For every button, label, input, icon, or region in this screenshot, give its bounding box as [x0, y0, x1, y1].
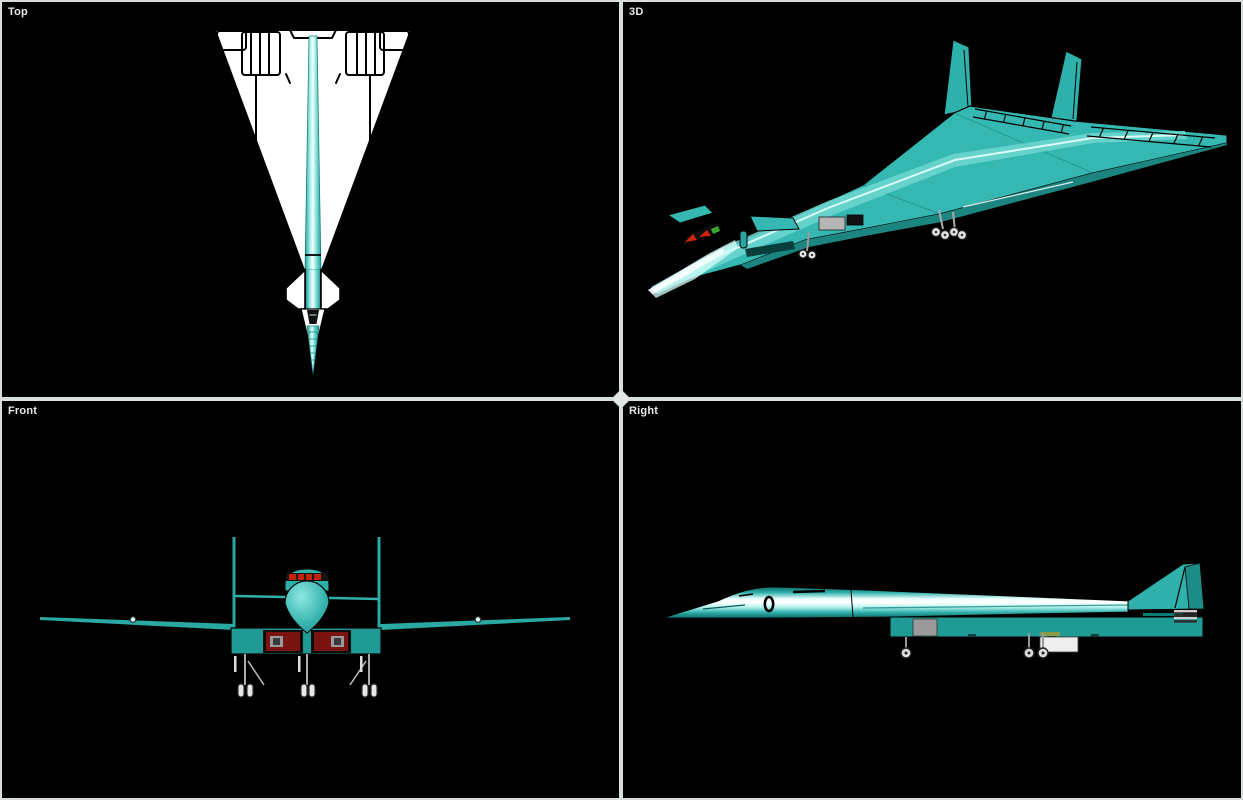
gear-door-gray: [912, 618, 938, 637]
aircraft-right: [662, 562, 1205, 659]
fuselage-side: [662, 586, 1129, 619]
viewport-front-label[interactable]: Front: [8, 405, 38, 417]
viewport-3d-label[interactable]: 3D: [629, 6, 644, 18]
cockpit-side: [702, 589, 854, 618]
aircraft-front: [40, 537, 570, 698]
wing-right: [380, 617, 570, 630]
main-gear: [930, 209, 968, 241]
aircraft-3d: [647, 39, 1228, 298]
engine-box-side: [889, 616, 1204, 638]
model-top-view[interactable]: [2, 2, 619, 397]
nose-cone: [306, 325, 320, 375]
wing-left: [40, 617, 234, 630]
nose-front: [284, 580, 330, 634]
intake-right: [311, 630, 351, 653]
viewport-right[interactable]: Right: [623, 401, 1241, 798]
viewport-front[interactable]: Front: [2, 401, 619, 798]
viewport-right-label[interactable]: Right: [629, 405, 659, 417]
tail-lines: [255, 76, 371, 152]
exhaust-nozzles: [1174, 610, 1197, 623]
canard-right: [320, 268, 341, 310]
fins-front: [232, 537, 381, 629]
model-3d-view[interactable]: [623, 2, 1241, 397]
landing-gear-side: [900, 633, 1049, 659]
model-front-view[interactable]: [2, 401, 619, 798]
elevon-hatch-right: [1086, 126, 1216, 148]
viewport-top[interactable]: Top: [2, 2, 619, 397]
landing-gear-front: [234, 654, 378, 698]
nose-gear: [798, 231, 817, 260]
canard-near: [749, 215, 800, 232]
elevon-hatch-left: [972, 108, 1072, 135]
canard-left: [285, 268, 306, 310]
aircraft-top: [214, 29, 412, 375]
canard-far: [666, 204, 714, 224]
viewport-3d[interactable]: 3D: [623, 2, 1241, 397]
canopy-top: [307, 310, 319, 324]
viewport-top-label[interactable]: Top: [8, 6, 28, 18]
belly-panel: [818, 216, 846, 231]
model-right-view[interactable]: [623, 401, 1241, 798]
cockpit-canopy: [679, 221, 722, 249]
gear-door-white: [1039, 636, 1079, 653]
intake-left: [263, 630, 303, 653]
